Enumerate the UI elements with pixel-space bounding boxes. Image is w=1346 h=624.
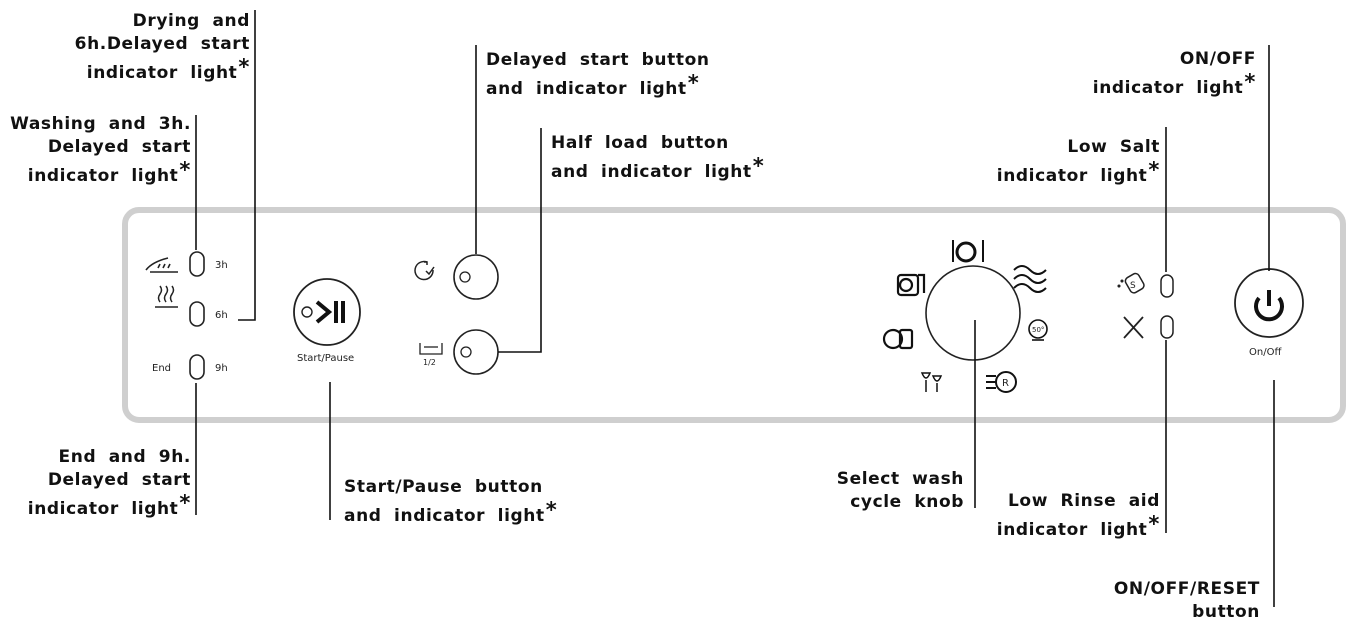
callout-end-line-2: Delayed start: [47, 470, 191, 490]
asterisk: *: [179, 491, 191, 515]
panel-frame: [122, 207, 1346, 423]
callout-half-load: Half load button and indicator light*: [551, 132, 764, 184]
callout-low-salt-line-1: Low Salt: [1067, 137, 1160, 157]
delayed-start-button[interactable]: [453, 254, 499, 300]
prewash-cycle-icon: [896, 273, 926, 297]
select-wash-cycle-knob[interactable]: [925, 265, 1021, 361]
callout-select-knob-line-2: cycle knob: [850, 492, 964, 512]
start-pause-button[interactable]: [293, 278, 361, 346]
callout-on-off-indicator: ON/OFF indicator light*: [1093, 48, 1256, 100]
callout-low-rinse: Low Rinse aid indicator light*: [997, 490, 1160, 542]
drying-icon: [155, 285, 178, 308]
half-load-icon: [419, 343, 443, 355]
intensive-cycle-icon: [952, 240, 984, 263]
end-label: End: [152, 363, 171, 374]
callout-half-load-line-2: and indicator light*: [551, 154, 765, 183]
callout-washing-line-2: Delayed start: [47, 137, 191, 157]
callout-drying: Drying and 6h.Delayed start indicator li…: [75, 10, 250, 85]
on-off-reset-button[interactable]: [1234, 268, 1304, 338]
asterisk: *: [545, 498, 558, 522]
callout-low-rinse-line-2: indicator light*: [996, 512, 1160, 541]
asterisk: *: [1244, 70, 1256, 94]
callout-end-line-3: indicator light*: [27, 491, 191, 520]
soak-cycle-icon: [882, 328, 914, 350]
asterisk: *: [1148, 512, 1160, 536]
callout-start-pause-line-2: and indicator light*: [344, 498, 558, 527]
half-load-button[interactable]: [453, 329, 499, 375]
asterisk: *: [687, 71, 700, 95]
half-load-leader: [498, 128, 542, 353]
callout-start-pause: Start/Pause button and indicator light*: [344, 476, 557, 528]
low-salt-indicator-light: [1160, 274, 1174, 298]
callout-delayed-start-line-2: and indicator light*: [486, 71, 700, 100]
glass-cycle-icon: [920, 372, 943, 392]
callout-drying-line-2: 6h.Delayed start: [74, 34, 250, 54]
callout-on-off-indicator-line-2: indicator light*: [1092, 70, 1256, 99]
leader-lines: [195, 10, 1275, 607]
rapid-cycle-icon: [986, 371, 1017, 393]
rinse-aid-icon: [1123, 316, 1144, 339]
eco-cycle-icon: [1028, 319, 1048, 341]
washing-icon: [145, 257, 178, 273]
start-pause-label: Start/Pause: [297, 353, 354, 364]
callout-on-off-reset-line-1: ON/OFF/RESET: [1113, 579, 1260, 599]
callout-delayed-start: Delayed start button and indicator light…: [486, 49, 710, 101]
drying-leader: [238, 10, 256, 321]
phase-label-6h: 6h: [215, 310, 228, 321]
callout-low-rinse-line-1: Low Rinse aid: [1008, 491, 1160, 511]
rapid-symbol: R: [1002, 378, 1009, 389]
half-load-symbol: 1/2: [423, 358, 436, 367]
callout-washing-line-3: indicator light*: [27, 158, 191, 187]
callout-start-pause-line-1: Start/Pause button: [344, 477, 543, 497]
callout-washing-line-1: Washing and 3h.: [10, 114, 191, 134]
callout-select-knob-line-1: Select wash: [836, 469, 964, 489]
salt-symbol: S: [1130, 281, 1136, 291]
asterisk: *: [1148, 158, 1160, 182]
washing-indicator-light: [189, 251, 205, 277]
callout-drying-line-1: Drying and: [132, 11, 250, 31]
auto-cycle-icon: [1013, 265, 1047, 293]
drying-indicator-light: [189, 301, 205, 327]
callout-delayed-start-line-1: Delayed start button: [486, 50, 710, 70]
callout-half-load-line-1: Half load button: [551, 133, 729, 153]
callout-on-off-reset-line-2: button: [1192, 602, 1260, 622]
eco-symbol: 50°: [1032, 326, 1044, 334]
callout-low-salt: Low Salt indicator light*: [997, 136, 1160, 188]
end-indicator-light: [189, 354, 205, 380]
callout-washing: Washing and 3h. Delayed start indicator …: [10, 113, 191, 188]
callout-select-knob: Select wash cycle knob: [837, 468, 964, 514]
low-rinse-aid-indicator-light: [1160, 315, 1174, 339]
callout-on-off-reset: ON/OFF/RESET button: [1114, 578, 1260, 624]
delayed-start-icon: [414, 260, 435, 281]
callout-end-line-1: End and 9h.: [58, 447, 191, 467]
on-off-label: On/Off: [1249, 347, 1282, 358]
salt-icon: [1117, 272, 1145, 294]
callout-low-salt-line-2: indicator light*: [996, 158, 1160, 187]
asterisk: *: [752, 154, 765, 178]
callout-drying-line-3: indicator light*: [86, 55, 250, 84]
phase-label-9h: 9h: [215, 363, 228, 374]
phase-label-3h: 3h: [215, 260, 228, 271]
asterisk: *: [238, 55, 250, 79]
asterisk: *: [179, 158, 191, 182]
callout-on-off-indicator-line-1: ON/OFF: [1179, 49, 1256, 69]
callout-end: End and 9h. Delayed start indicator ligh…: [28, 446, 191, 521]
